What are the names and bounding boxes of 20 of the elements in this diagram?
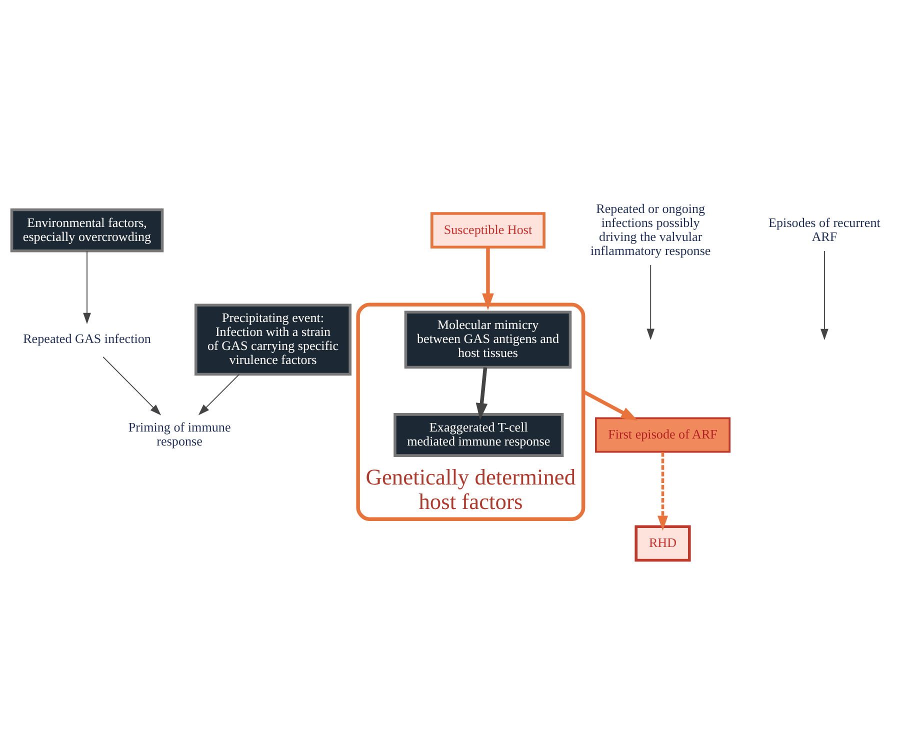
- arrow: [482, 248, 494, 310]
- arrow: [83, 250, 91, 324]
- node-box: RHD: [634, 525, 691, 562]
- arrow: [198, 374, 240, 416]
- node-box: Environmental factors, especially overcrowding: [10, 208, 164, 252]
- arrow: [820, 250, 828, 340]
- arrow: [582, 390, 638, 421]
- node-text: Priming of immune response: [128, 419, 231, 448]
- arrow: [658, 452, 668, 531]
- node-box: First episode of ARF: [595, 417, 731, 453]
- node-text: Episodes of recurrent ARF: [768, 214, 880, 244]
- node-box: Molecular mimicry between GAS antigens and host tissues: [404, 310, 572, 369]
- node-box: Exaggerated T-cell mediated immune response: [394, 413, 564, 457]
- arrow: [646, 264, 655, 340]
- node-text: Repeated GAS infection: [23, 331, 151, 346]
- node-box: Susceptible Host: [430, 212, 546, 249]
- node-box: Precipitating event: Infection with a strain of GAS carrying specific virulence factors: [194, 304, 352, 376]
- arrow: [102, 356, 162, 416]
- arrow: [476, 367, 488, 420]
- node-text: Repeated or ongoing infections possibly driving the valvular inflammatory response: [590, 200, 711, 258]
